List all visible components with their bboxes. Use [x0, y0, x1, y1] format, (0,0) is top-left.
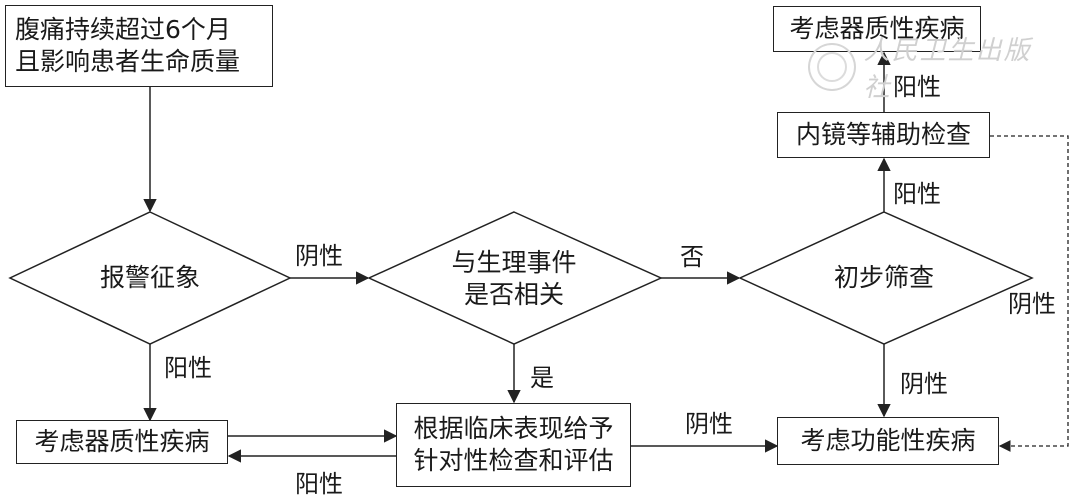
- endo-label: 内镜等辅助检查: [795, 120, 971, 149]
- endo-box: 内镜等辅助检查: [777, 112, 990, 158]
- edge-label-clinical-to-organic: 阳性: [295, 470, 343, 498]
- edge-label-clinical-to-functional: 阴性: [685, 410, 733, 438]
- edge-label-physio-to-screen: 否: [680, 243, 704, 271]
- edge-label-physio-to-clinical: 是: [530, 364, 554, 392]
- watermark-text: 人民卫生出版社: [863, 36, 1032, 103]
- clinical-box: 根据临床表现给予 针对性检查和评估: [396, 403, 631, 487]
- edge-label-alarm-to-physio: 阴性: [295, 242, 343, 270]
- organic-top-box: 考虑器质性疾病: [773, 6, 981, 52]
- dashed-endo-to-functional: [990, 135, 1069, 452]
- organic-left-box: 考虑器质性疾病: [16, 420, 228, 464]
- screen-text: 初步筛查: [804, 258, 964, 298]
- publisher-watermark: 人民卫生出版社: [808, 36, 1058, 103]
- edge-label-endo-to-organic: 阳性: [893, 73, 941, 101]
- start-box: 腹痛持续超过6个月 且影响患者生命质量: [5, 5, 273, 87]
- functional-label: 考虑功能性疾病: [800, 426, 976, 455]
- physio-text: 与生理事件 是否相关: [424, 246, 604, 312]
- start-line-2: 且影响患者生命质量: [15, 47, 241, 76]
- alarm-label: 报警征象: [99, 263, 200, 292]
- clinical-line-2: 针对性检查和评估: [413, 446, 614, 475]
- edge-label-screen-to-endo: 阳性: [893, 180, 941, 208]
- edge-label-alarm-to-organic: 阳性: [164, 354, 212, 382]
- functional-box: 考虑功能性疾病: [777, 417, 999, 465]
- edge-label-screen-to-functional: 阴性: [900, 370, 948, 398]
- alarm-text: 报警征象: [70, 258, 230, 298]
- physio-line-2: 是否相关: [463, 280, 564, 309]
- physio-line-1: 与生理事件: [451, 248, 577, 277]
- screen-label: 初步筛查: [833, 263, 934, 292]
- start-line-1: 腹痛持续超过6个月: [15, 15, 231, 44]
- organic-left-label: 考虑器质性疾病: [34, 427, 210, 456]
- edge-label-screen-right: 阴性: [1008, 290, 1056, 318]
- organic-top-label: 考虑器质性疾病: [789, 14, 965, 43]
- seal-icon: [808, 43, 856, 91]
- clinical-line-1: 根据临床表现给予: [413, 414, 614, 443]
